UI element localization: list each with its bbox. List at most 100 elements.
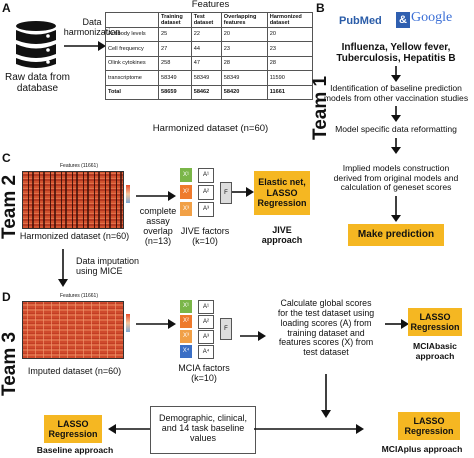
heatmap-d <box>22 301 124 359</box>
arrow-right <box>136 191 176 201</box>
factor-block: X¹ <box>180 168 192 182</box>
table-cell: 58659 <box>158 84 192 100</box>
table-cell: 58349 <box>220 70 268 86</box>
factor-block: A² <box>198 185 214 200</box>
table-cell: 23 <box>220 41 268 57</box>
arrow-down <box>391 106 401 122</box>
ampersand-icon: & <box>396 12 410 28</box>
factor-block: A¹ <box>198 168 214 183</box>
step-identification: Identification of baseline prediction mo… <box>323 83 469 103</box>
table-total-row: Total 58659 58462 58420 11661 <box>105 84 314 100</box>
arrow-down <box>391 196 401 222</box>
pubmed-logo-text: PubMed <box>339 15 382 27</box>
factor-block: X⁴ <box>180 345 192 358</box>
team-3-label: Team 3 <box>0 331 20 396</box>
table-cell: 58420 <box>220 84 268 100</box>
imputed-caption: Imputed dataset (n=60) <box>27 366 122 376</box>
features-table-title: Features <box>191 0 230 10</box>
heatmap-legend-d <box>126 314 130 332</box>
global-scores-text: Calculate global scores for the test dat… <box>277 298 375 358</box>
lasso-mciaplus-box: LASSO Regression <box>398 412 460 440</box>
make-prediction-box: Make prediction <box>348 224 444 246</box>
panel-letter-b: B <box>316 1 325 15</box>
table-cell: Total <box>105 84 159 100</box>
mcia-factors-diagram: X¹ X² X³ X⁴ A¹ A² A³ A⁴ F <box>176 296 232 360</box>
table-cell: Antibody levels <box>105 26 159 42</box>
database-icon <box>16 21 56 68</box>
arrow-left <box>108 424 150 434</box>
google-logo: Google <box>411 10 452 26</box>
lasso-baseline-box: LASSO Regression <box>44 415 102 443</box>
arrow-down <box>391 138 401 154</box>
heatmap-c <box>22 171 124 229</box>
table-cell: 58462 <box>190 84 222 100</box>
table-cell: Olink cytokines <box>105 55 159 71</box>
table-cell: 44 <box>190 41 222 57</box>
table-cell: 258 <box>158 55 192 71</box>
raw-data-label: Raw data from database <box>4 72 71 95</box>
panel-letter-d: D <box>2 290 11 304</box>
table-cell: 11661 <box>266 84 314 100</box>
factor-block: F <box>220 182 232 204</box>
table-row: Olink cytokines 258 47 28 28 <box>105 55 314 71</box>
mcia-factors-label: MCIA factors (k=10) <box>178 363 230 384</box>
arrow-right <box>136 319 176 329</box>
panel-letter-c: C <box>2 151 11 165</box>
table-cell: 28 <box>220 55 268 71</box>
harmonized-caption-c: Harmonized dataset (n=60) <box>19 231 130 241</box>
heatmap-title-d: Features (11661) <box>60 293 98 299</box>
table-row: transcriptome 58349 58349 58349 11590 <box>105 70 314 86</box>
overlap-label: complete assay overlap (n=13) <box>139 206 177 247</box>
table-cell: 11590 <box>266 70 314 86</box>
table-cell: 27 <box>158 41 192 57</box>
factor-block: A¹ <box>198 300 214 314</box>
step-reformatting: Model specific data reformatting <box>335 124 457 134</box>
table-cell: 22 <box>190 26 222 42</box>
arrow-right <box>240 331 266 341</box>
arrow-right <box>385 319 409 329</box>
table-header-cell: Training dataset <box>158 12 192 28</box>
table-header-cell: Harmonized dataset <box>266 12 314 28</box>
factor-block: A³ <box>198 330 214 344</box>
panel-letter-a: A <box>2 1 11 15</box>
features-table: Training dataset Test dataset Overlappin… <box>105 12 314 100</box>
harmonization-label: Data harmonization <box>63 17 121 38</box>
imputation-label: Data imputation using MICE <box>76 256 140 277</box>
arrow-right <box>254 424 364 434</box>
harmonized-caption-a: Harmonized dataset (n=60) <box>152 123 269 134</box>
factor-block: F <box>220 318 232 340</box>
table-row: Antibody levels 25 22 20 20 <box>105 26 314 42</box>
baseline-approach-label: Baseline approach <box>36 445 114 455</box>
table-cell: transcriptome <box>105 70 159 86</box>
table-cell: 23 <box>266 41 314 57</box>
factor-block: X³ <box>180 330 192 343</box>
jive-factors-diagram: X¹ X² X³ A¹ A² A³ F <box>176 164 232 224</box>
table-cell: 47 <box>190 55 222 71</box>
factor-block: A⁴ <box>198 345 214 359</box>
factor-block: X³ <box>180 202 192 216</box>
google-logo-text: Google <box>411 10 453 25</box>
factor-block: X² <box>180 315 192 328</box>
table-cell: 58349 <box>190 70 222 86</box>
table-header-cell: Test dataset <box>190 12 222 28</box>
lasso-mciabasic-box: LASSO Regression <box>408 308 462 336</box>
heatmap-title-c: Features (11661) <box>60 163 98 169</box>
table-cell: 58349 <box>158 70 192 86</box>
table-header-cell <box>105 12 159 28</box>
team-2-label: Team 2 <box>0 174 20 239</box>
arrow-down <box>391 66 401 82</box>
diseases-text: Influenza, Yellow fever, Tuberculosis, H… <box>336 42 456 65</box>
table-cell: 20 <box>266 26 314 42</box>
table-cell: 28 <box>266 55 314 71</box>
baseline-values-box: Demographic, clinical, and 14 task basel… <box>150 406 256 454</box>
table-cell: Cell frequency <box>105 41 159 57</box>
table-header-cell: Overlapping features <box>220 12 268 28</box>
arrow-down <box>321 374 331 418</box>
factor-block: X¹ <box>180 300 192 313</box>
step-implied-models: Implied models construction derived from… <box>333 163 459 193</box>
table-row: Cell frequency 27 44 23 23 <box>105 41 314 57</box>
mciaplus-approach-label: MCIAplus approach <box>381 444 463 454</box>
mciabasic-approach-label: MCIAbasic approach <box>413 341 457 361</box>
jive-factors-label: JIVE factors (k=10) <box>180 226 230 247</box>
factor-block: X² <box>180 185 192 199</box>
